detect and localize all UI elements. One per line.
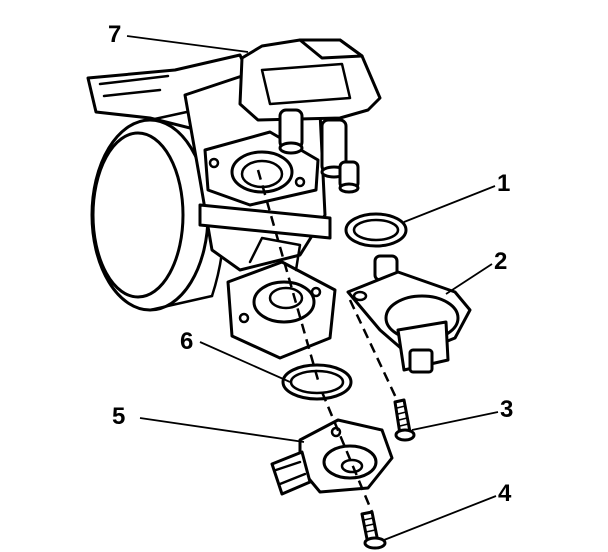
alignment-lines xyxy=(256,169,400,513)
callout-5: 5 xyxy=(112,403,126,430)
callout-3: 3 xyxy=(500,396,514,423)
throttle-position-sensor xyxy=(270,418,394,496)
o-ring-upper xyxy=(344,212,408,248)
leader-lines xyxy=(126,35,499,541)
screw-4 xyxy=(360,510,387,550)
callout-1: 1 xyxy=(497,170,511,197)
callout-6: 6 xyxy=(180,328,194,355)
screw-3 xyxy=(393,398,416,442)
o-ring-lower xyxy=(281,363,353,401)
callout-2: 2 xyxy=(494,248,508,275)
idle-air-control-valve xyxy=(346,254,472,374)
coolant-housing xyxy=(238,38,382,194)
callout-4: 4 xyxy=(498,480,512,507)
callout-7: 7 xyxy=(108,21,122,48)
